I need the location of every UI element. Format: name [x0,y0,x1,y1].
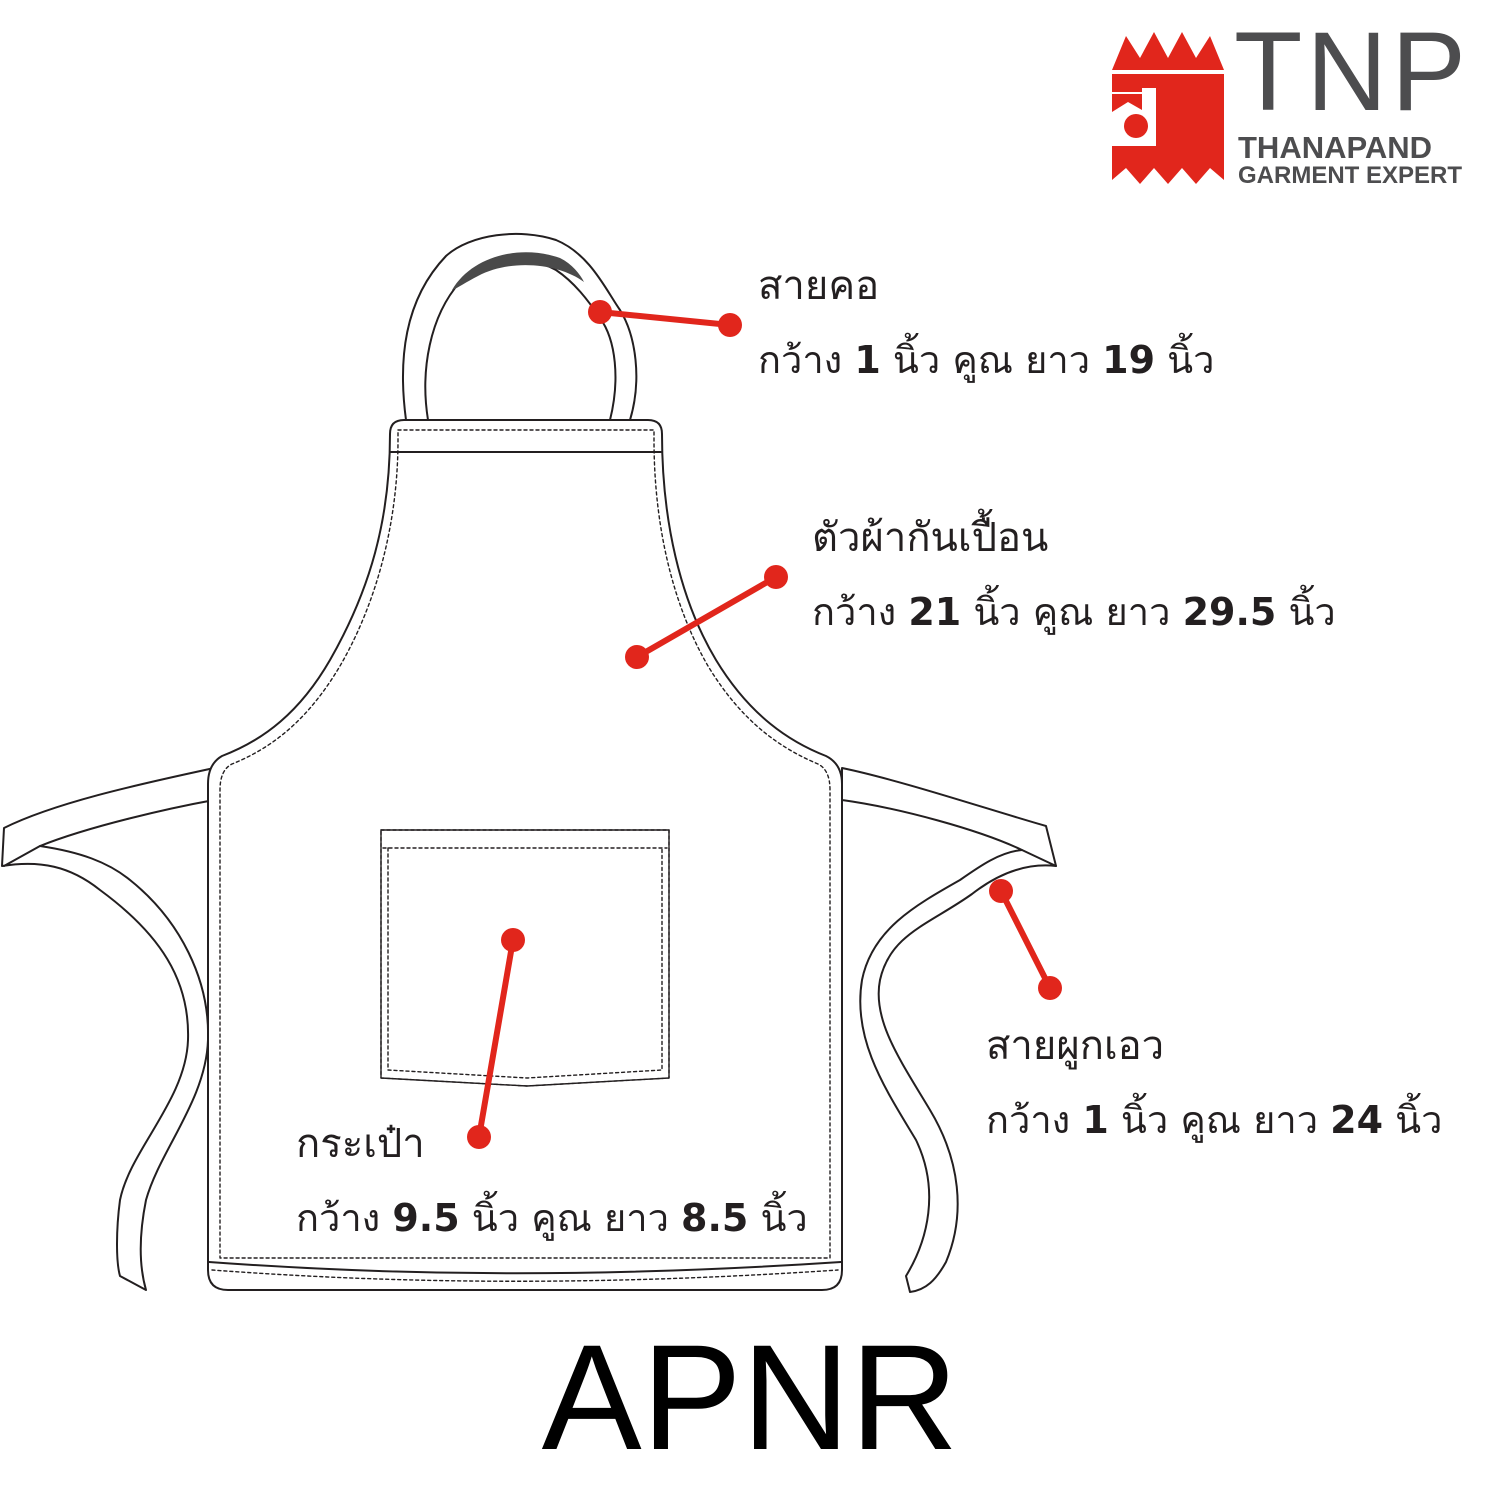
callout-dimensions: กว้าง 1 นิ้ว คูณ ยาว 24 นิ้ว [986,1098,1443,1142]
callout-title: สายผูกเอว [986,1023,1165,1069]
callout-neck-strap: สายคอ กว้าง 1 นิ้ว คูณ ยาว 19 นิ้ว [758,262,1214,384]
leader-apron-body-dot-a [625,645,649,669]
callout-dimensions: กว้าง 21 นิ้ว คูณ ยาว 29.5 นิ้ว [812,590,1336,634]
callout-title: ตัวผ้ากันเปื้อน [812,515,1049,561]
brand-logo: TNP THANAPAND GARMENT EXPERT [1112,16,1472,190]
callout-pocket: กระเป๋า กว้าง 9.5 นิ้ว คูณ ยาว 8.5 นิ้ว [296,1120,808,1242]
leader-apron-body [634,574,779,660]
leader-waist-tie-dot-b [1038,976,1062,1000]
leader-neck-strap [597,309,733,328]
logo-name-line2: GARMENT EXPERT [1238,162,1463,189]
neck-strap-inner [452,252,584,290]
topstitch-outline [219,429,831,1259]
callout-title: สายคอ [758,263,880,309]
leader-neck-strap-dot-a [588,300,612,324]
topstitch-hem [211,1269,839,1282]
leader-pocket-dot-a [501,928,525,952]
bottom-hem [208,1261,842,1275]
callout-dimensions: กว้าง 9.5 นิ้ว คูณ ยาว 8.5 นิ้ว [296,1196,808,1240]
leader-waist-tie [998,888,1053,991]
waist-tie-left [1,767,215,1291]
apron-body [207,419,843,1291]
logo-wordmark: TNP [1234,9,1470,134]
leader-pocket-dot-b [467,1125,491,1149]
callout-waist-tie: สายผูกเอว กว้าง 1 นิ้ว คูณ ยาว 24 นิ้ว [986,1022,1442,1144]
callout-apron-body: ตัวผ้ากันเปื้อน กว้าง 21 นิ้ว คูณ ยาว 29… [812,514,1336,636]
model-code: APNR [541,1313,959,1481]
pocket-inner-stitch [387,847,663,1079]
waist-tie-left-fold [3,845,41,867]
logo-mark-icon [1112,32,1224,184]
waist-tie-right [841,767,1057,1293]
leader-waist-tie-dot-a [989,879,1013,903]
callout-title: กระเป๋า [296,1121,425,1167]
waist-tie-right-fold [1021,849,1057,867]
logo-name-line1: THANAPAND [1238,130,1433,165]
leader-neck-strap-dot-b [718,313,742,337]
pocket-edge [380,829,670,1087]
leader-apron-body-dot-b [764,565,788,589]
leader-pocket [476,937,516,1140]
callout-dimensions: กว้าง 1 นิ้ว คูณ ยาว 19 นิ้ว [758,338,1215,382]
